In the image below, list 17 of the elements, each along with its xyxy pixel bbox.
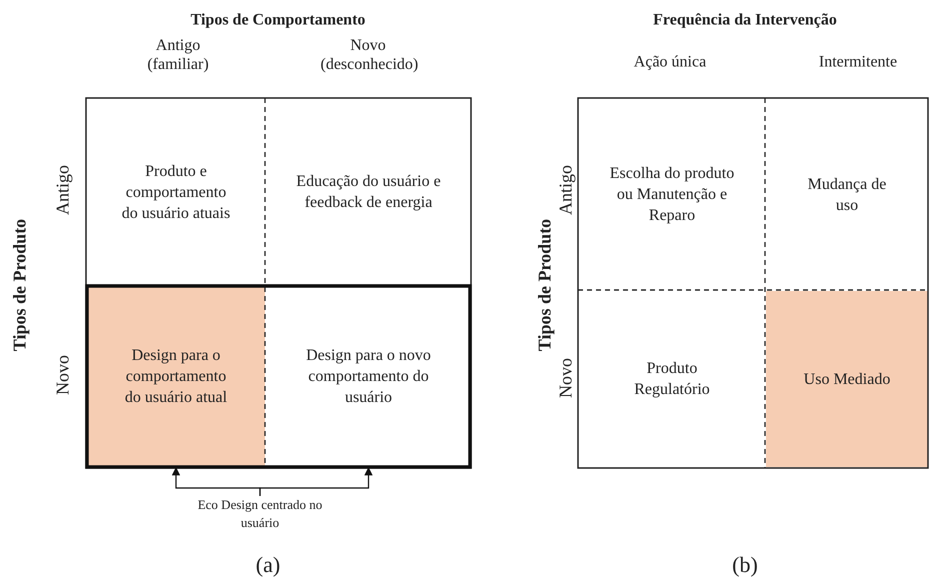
row-heading: Novo bbox=[556, 358, 576, 398]
arrow bbox=[259, 467, 373, 496]
column-heading: Antigo (familiar) bbox=[146, 36, 210, 74]
panel-label: (a) bbox=[256, 552, 280, 578]
panel-heading: Frequência da Intervenção bbox=[653, 10, 837, 30]
row-heading: Antigo bbox=[556, 165, 576, 215]
column-heading: Intermitente bbox=[818, 52, 898, 72]
column-heading: Ação única bbox=[634, 52, 706, 72]
panel-label: (b) bbox=[732, 552, 758, 578]
column-heading: Novo (desconhecido) bbox=[320, 36, 416, 74]
row-heading: Novo bbox=[54, 355, 72, 395]
row-heading: Antigo bbox=[54, 165, 72, 215]
matrix-cell: Design para o comportamento do usuário atual bbox=[87, 286, 265, 467]
matrix-cell: Uso Mediado bbox=[766, 291, 928, 467]
axis-title: Tipos de Produto bbox=[10, 218, 30, 352]
axis-title: Tipos de Produto bbox=[536, 218, 554, 352]
panel-heading: Tipos de Comportamento bbox=[190, 10, 366, 30]
